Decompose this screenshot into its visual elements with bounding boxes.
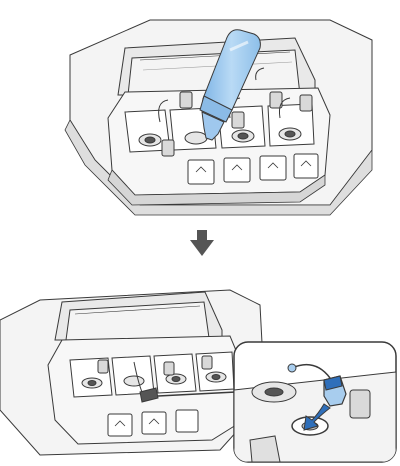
step-1-illustration xyxy=(64,19,373,216)
zoom-inset xyxy=(233,341,397,463)
callout-arrow-icon xyxy=(303,403,331,431)
tank-cells-2 xyxy=(69,351,235,398)
callout-leader xyxy=(157,391,237,397)
step-2-illustration xyxy=(0,289,266,456)
tank-caps-2 xyxy=(97,355,213,403)
ink-inlet-ports xyxy=(138,127,302,147)
tank-windows xyxy=(187,153,319,185)
ink-inlet-ports-2 xyxy=(81,371,227,389)
down-arrow-icon xyxy=(190,230,214,256)
tank-windows-2 xyxy=(107,409,199,437)
ink-bottle-icon xyxy=(199,29,261,141)
